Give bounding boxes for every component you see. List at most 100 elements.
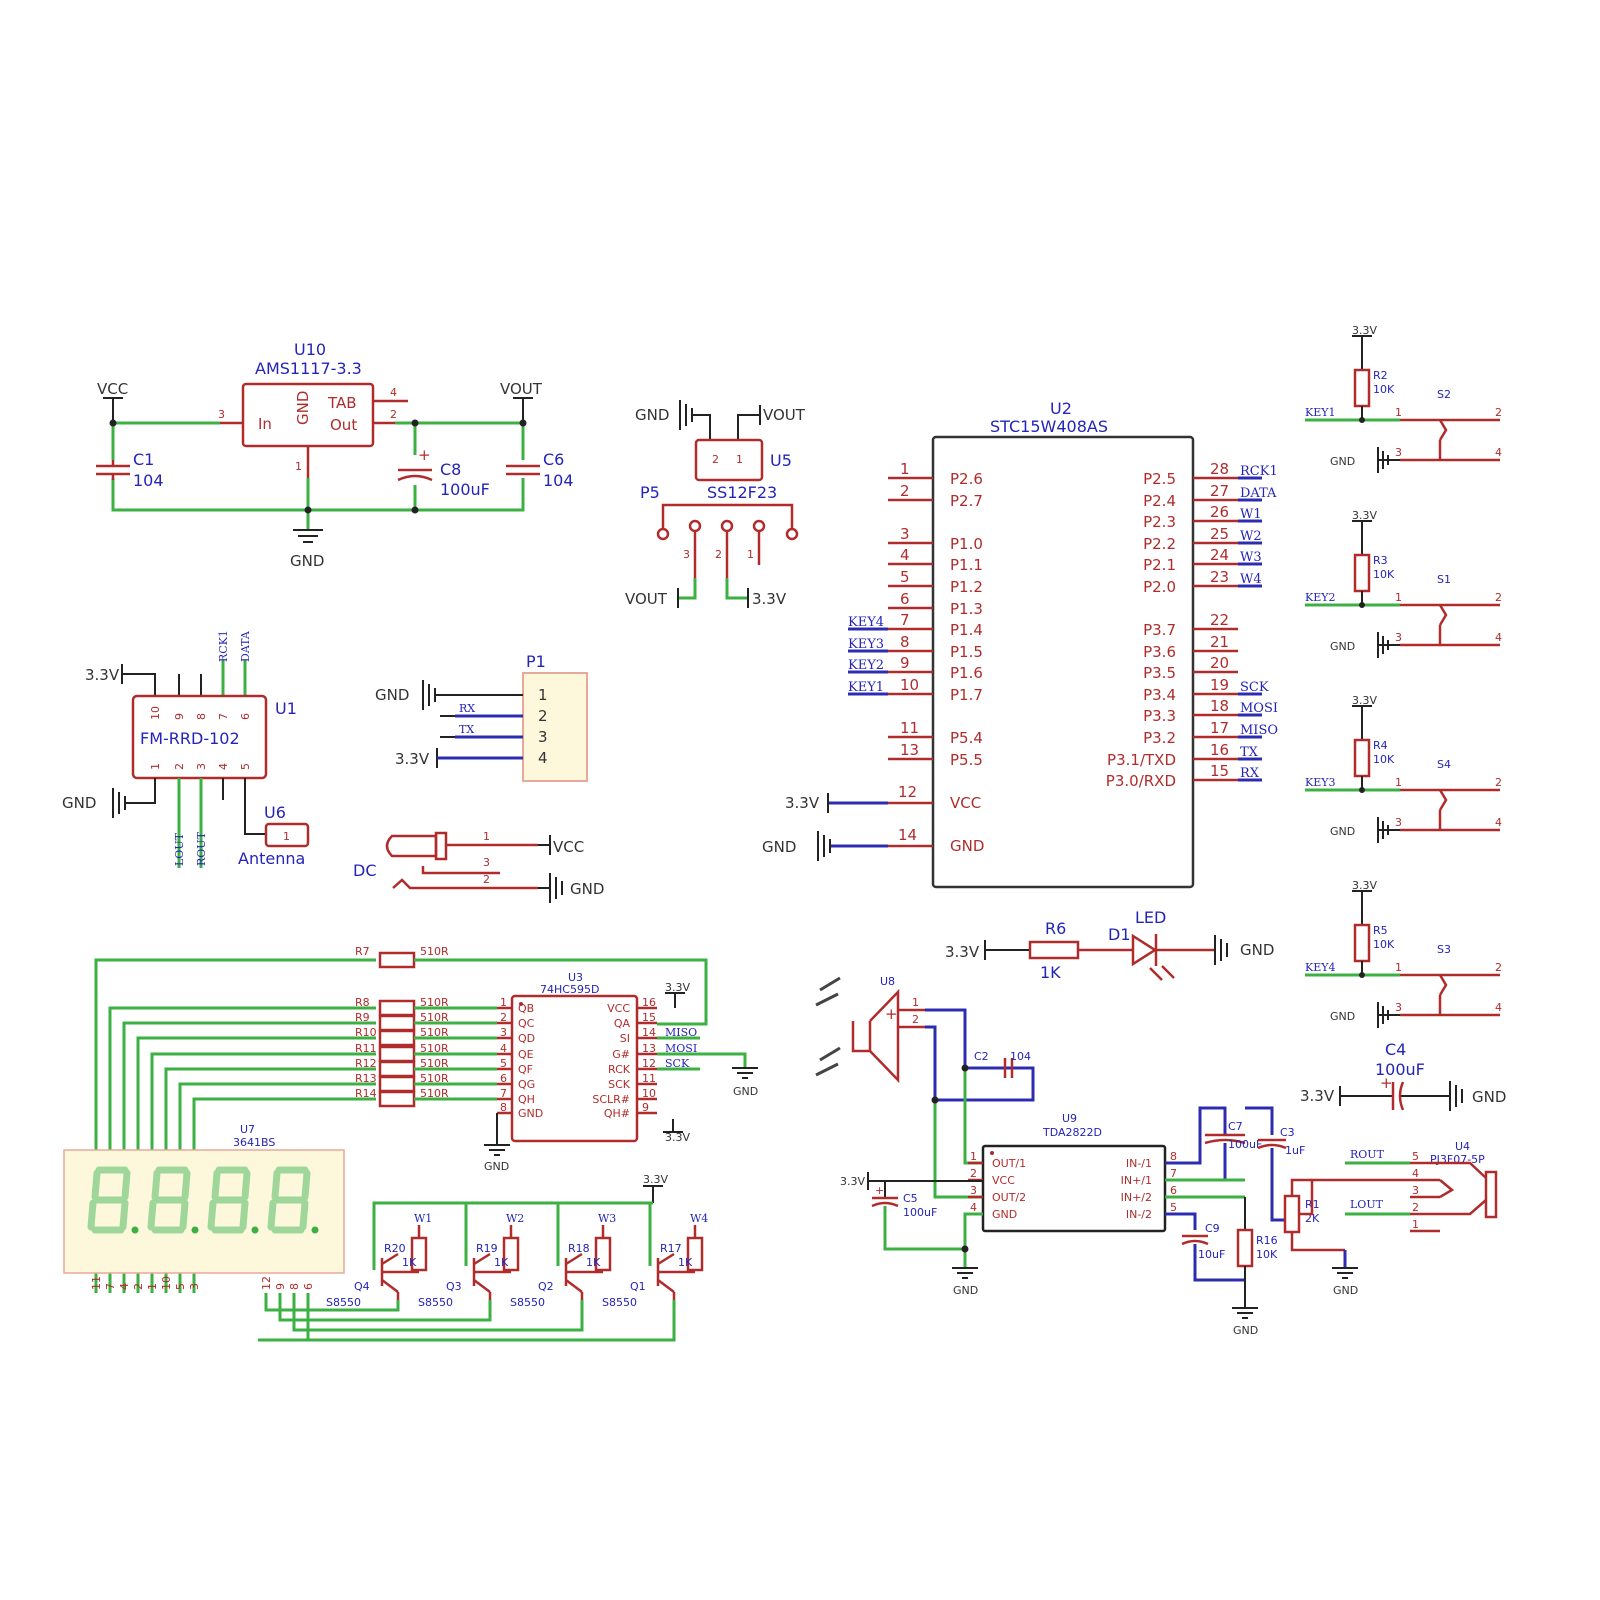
mcu-left-pin-name: P5.5	[950, 751, 983, 769]
pullup-ref: R2	[1373, 369, 1388, 382]
fm-data-net: DATA	[239, 630, 252, 662]
key-net: KEY1	[1305, 406, 1336, 419]
u3-ref: U3	[568, 971, 583, 984]
c4-val: 100uF	[1375, 1060, 1425, 1079]
q-collector-wire	[278, 1293, 492, 1322]
u3-left-pin-num: 3	[500, 1026, 507, 1039]
wire-spk1	[925, 1008, 967, 1068]
regulator-section: VCC 3 U10 AMS1117-3.3 In GND TAB Out 4 2…	[96, 340, 574, 570]
segment-res-val: 510R	[420, 1057, 449, 1070]
u9-right-pin-name: IN+/1	[1121, 1174, 1152, 1187]
disp-33-label: 3.3V	[643, 1173, 668, 1186]
amplifier-section: U8 1 2 + C2 104 U9 TDA2822D 1OUT/12VCC3O…	[815, 975, 1506, 1337]
u5-wire	[737, 414, 760, 440]
r6-val: 1K	[1040, 963, 1061, 982]
switch-contact	[1438, 974, 1448, 996]
dc-vcc-label: VCC	[553, 838, 584, 856]
c5-val: 100uF	[903, 1206, 937, 1219]
u3-left-pin-name: QC	[518, 1017, 535, 1030]
display-pin-a: 7	[104, 1283, 117, 1290]
amp-gnd-b: GND	[1233, 1324, 1258, 1337]
r7-ref: R7	[355, 945, 370, 958]
mcu-right-pin-num: 23	[1210, 568, 1229, 586]
led-33-label: 3.3V	[945, 943, 980, 961]
u3-right-pin-num: 12	[642, 1057, 656, 1070]
switch-pin1: 1	[1395, 776, 1402, 789]
switch-pin3: 3	[1395, 816, 1402, 829]
q-net: W1	[414, 1212, 432, 1225]
u1-ref: U1	[275, 699, 297, 718]
p1-body	[522, 672, 588, 782]
u9-pin1-dot	[990, 1151, 994, 1155]
q-part: S8550	[602, 1296, 637, 1309]
switch-ref: S1	[1437, 573, 1451, 586]
mcu-left-pin-num: 7	[900, 611, 910, 629]
q-ref: Q4	[354, 1280, 370, 1293]
d1-ref: D1	[1108, 925, 1131, 944]
u7-part: 3641BS	[233, 1136, 275, 1149]
segment-res-val: 510R	[420, 1026, 449, 1039]
segment-res-ref: R10	[355, 1026, 377, 1039]
u9-ref: U9	[1062, 1112, 1077, 1125]
c5-plate-curved	[871, 1201, 899, 1208]
p1-pin4: 4	[538, 749, 548, 767]
p1-tx-net: TX	[459, 723, 474, 736]
dc-label: DC	[353, 861, 377, 880]
q-net: W4	[690, 1212, 708, 1225]
pullup-ref: R3	[1373, 554, 1388, 567]
mcu-left-net: KEY3	[848, 637, 884, 652]
q-res-val: 1K	[494, 1256, 509, 1269]
display-pin-a: 1	[146, 1283, 159, 1290]
mcu-right-pin-name: P3.2	[1143, 729, 1176, 747]
u5-pin2: 2	[712, 453, 719, 466]
p1-pin3: 3	[538, 728, 548, 746]
mcu-left-pin-name: P5.4	[950, 729, 983, 747]
segment-resistor	[378, 1029, 416, 1047]
decimal-point	[131, 1226, 139, 1234]
wire-emitters	[372, 1201, 653, 1270]
u9-right-pin-name: IN-/1	[1126, 1157, 1152, 1170]
mcu-right-net: RX	[1240, 766, 1260, 781]
p5-frame	[661, 503, 794, 530]
speaker-magnet	[851, 1021, 872, 1053]
wire-p5-vout	[678, 578, 697, 600]
display-pin-a: 10	[160, 1276, 173, 1290]
reg-pin4: 4	[390, 386, 397, 399]
segment-resistor	[378, 1075, 416, 1093]
c9-ref: C9	[1205, 1222, 1220, 1235]
p1-ref: P1	[526, 652, 546, 671]
mcu-right-net: W4	[1240, 572, 1262, 587]
spk-pin2-num: 2	[912, 1013, 919, 1026]
mcu-left-pin-num: 13	[900, 741, 919, 759]
mcu-left-pin-name: P1.7	[950, 686, 983, 704]
u3-right-pin-name: RCK	[608, 1063, 631, 1076]
mcu-33-label: 3.3V	[785, 794, 820, 812]
mcu-right-pin-num: 28	[1210, 460, 1229, 478]
p5-ref: P5	[640, 483, 660, 502]
jack-switch	[1439, 1179, 1455, 1199]
jack-pin-num: 2	[1412, 1201, 1419, 1214]
switch-pin2: 2	[1495, 406, 1502, 419]
q-collector	[657, 1279, 675, 1293]
u3-right-pin-name: G#	[612, 1048, 630, 1061]
u3-right-pin-num: 14	[642, 1026, 656, 1039]
switch-pin3: 3	[1395, 1001, 1402, 1014]
jack-pin-num: 5	[1412, 1150, 1419, 1163]
digit-segment	[151, 1169, 161, 1201]
p5-mount	[785, 527, 799, 541]
segment-res-ref: R12	[355, 1057, 377, 1070]
switch-ref: S2	[1437, 388, 1451, 401]
p1-pin1: 1	[538, 686, 548, 704]
digit-segment	[91, 1169, 101, 1201]
r1-top	[1290, 1178, 1312, 1196]
mcu-left-pin-num: 6	[900, 590, 910, 608]
fm-bottom-pin: 5	[239, 763, 252, 770]
mcu-left-pin-num: 3	[900, 525, 910, 543]
c2-ref: C2	[974, 1050, 989, 1063]
c4-33-label: 3.3V	[1300, 1087, 1335, 1105]
c9-val: 10uF	[1198, 1248, 1225, 1261]
c1-val: 104	[133, 471, 164, 490]
dc-gnd-label: GND	[570, 880, 604, 898]
